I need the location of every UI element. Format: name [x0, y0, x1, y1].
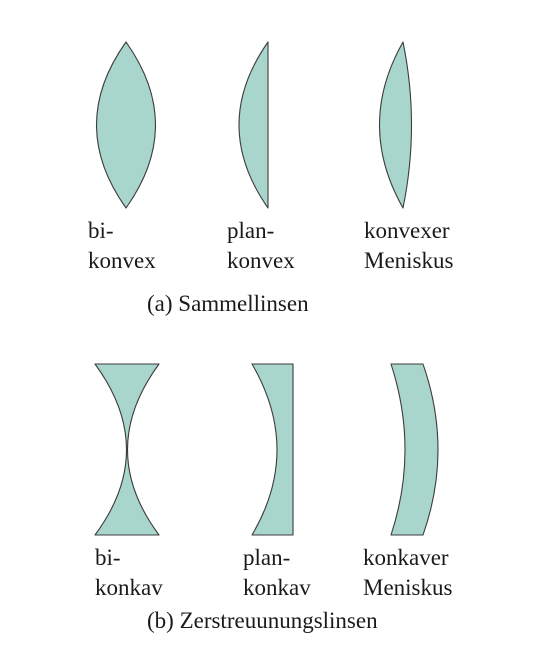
convex-meniscus-label-line1: konvexer [364, 218, 450, 243]
concave-meniscus-label: konkaver Meniskus [363, 543, 452, 603]
biconvex-label-line1: bi- [88, 218, 114, 243]
convex-meniscus-lens-shape [378, 41, 412, 209]
biconvex-label: bi- konvex [88, 216, 156, 276]
biconcave-lens-shape [94, 363, 160, 536]
biconcave-label: bi- konkav [95, 543, 163, 603]
concave-meniscus-label-line1: konkaver [363, 545, 449, 570]
concave-meniscus-lens-shape [390, 363, 439, 536]
planoconvex-label-line2: konvex [227, 248, 295, 273]
biconvex-lens-shape [95, 41, 157, 209]
biconvex-label-line2: konvex [88, 248, 156, 273]
convex-meniscus-label-line2: Meniskus [364, 248, 454, 273]
converging-caption: (a) Sammellinsen [147, 291, 309, 316]
convex-meniscus-label: konvexer Meniskus [364, 216, 453, 276]
biconcave-label-line2: konkav [95, 575, 163, 600]
planoconcave-label-line1: plan- [243, 545, 291, 570]
diverging-caption: (b) Zerstreuunungslinsen [147, 608, 378, 633]
concave-meniscus-label-line2: Meniskus [363, 575, 453, 600]
biconcave-label-line1: bi- [95, 545, 121, 570]
planoconvex-label-line1: plan- [227, 218, 275, 243]
planoconvex-lens-shape [238, 41, 269, 209]
planoconcave-lens-shape [251, 363, 294, 536]
planoconcave-label-line2: konkav [243, 575, 311, 600]
planoconcave-label: plan- konkav [243, 543, 311, 603]
planoconvex-label: plan- konvex [227, 216, 295, 276]
